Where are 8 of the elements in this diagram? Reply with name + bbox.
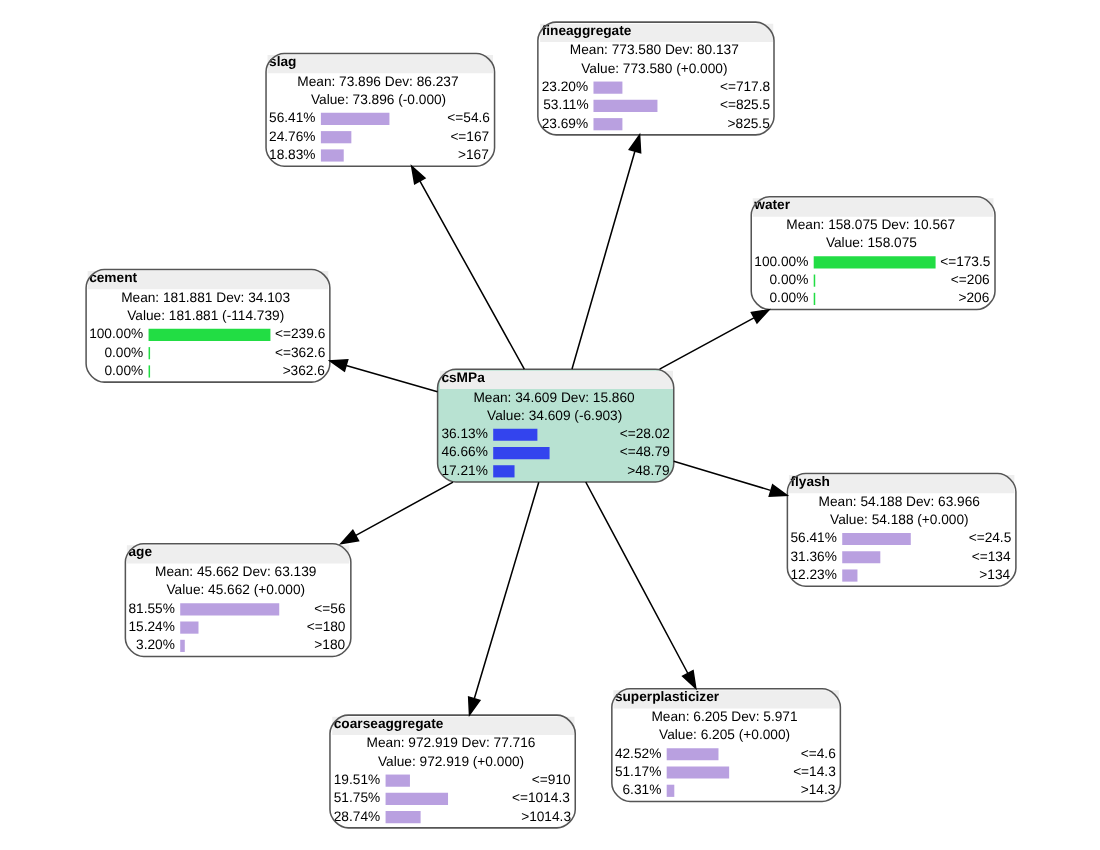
- arrow: [337, 481, 453, 545]
- arrow: [409, 164, 525, 370]
- arrow: [657, 308, 770, 370]
- arrow: [326, 359, 438, 393]
- arrow: [570, 132, 641, 370]
- arrow: [672, 460, 789, 497]
- arrow: [584, 481, 696, 691]
- arrow: [466, 481, 539, 717]
